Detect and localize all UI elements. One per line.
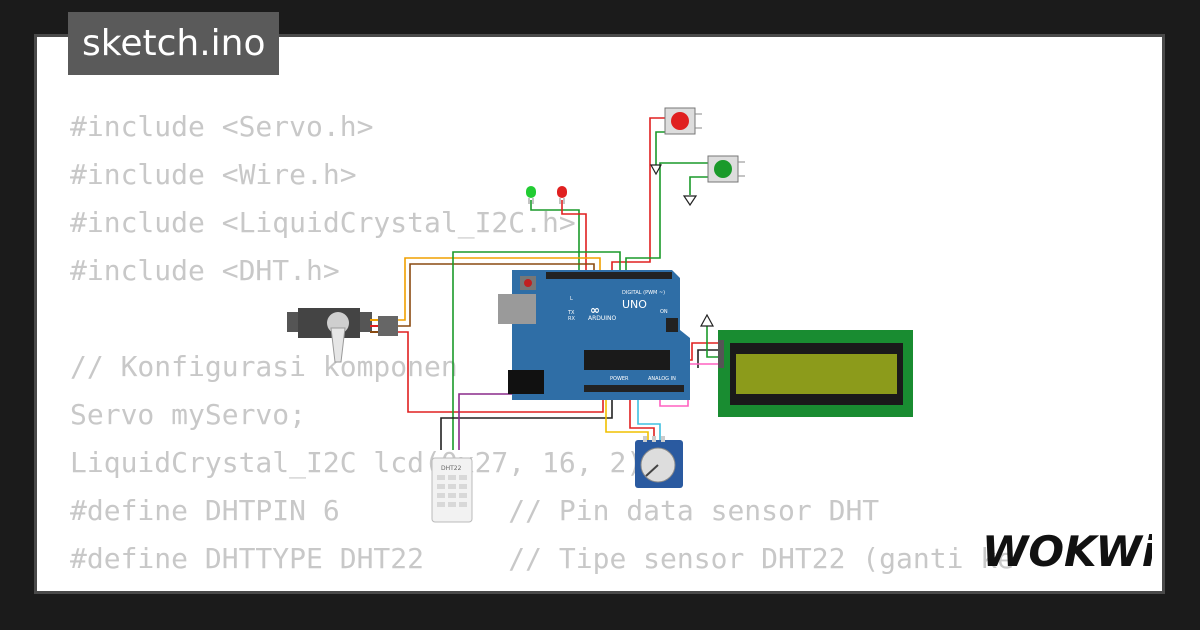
- lcd-display[interactable]: [718, 330, 913, 417]
- pushbutton-red[interactable]: [664, 107, 702, 135]
- l-label: L: [570, 296, 573, 302]
- on-label: ON: [660, 309, 668, 315]
- code-line: #define DHTTYPE DHT22 // Tipe sensor DHT…: [70, 542, 1015, 575]
- code-line: #include <Wire.h>: [70, 158, 357, 191]
- board-model: UNO: [622, 298, 647, 311]
- file-tab: sketch.ino: [68, 12, 280, 75]
- wokwi-logo-text: WOKWi: [982, 527, 1152, 576]
- pushbutton-green[interactable]: [707, 155, 745, 183]
- code-line: #define DHTPIN 6 // Pin data sensor DHT: [70, 494, 880, 527]
- tx-label: TX: [567, 310, 575, 316]
- code-line: // Konfigurasi komponen: [70, 350, 458, 383]
- ground-icon: [649, 164, 663, 176]
- led-red[interactable]: [557, 186, 567, 204]
- wires: [398, 117, 720, 450]
- led-green[interactable]: [526, 186, 536, 204]
- ground-icon: [682, 195, 698, 207]
- digital-label: DIGITAL (PWM ~): [622, 290, 665, 296]
- power-label: POWER: [610, 376, 629, 382]
- wokwi-logo: WOKWi: [982, 527, 1152, 576]
- dht-label: DHT22: [441, 465, 462, 472]
- vcc-icon: [699, 313, 715, 327]
- potentiometer[interactable]: [635, 436, 683, 488]
- code-preview: #include <Servo.h> #include <Wire.h> #incl…: [70, 103, 1015, 591]
- dht22-sensor[interactable]: DHT22: [431, 457, 473, 523]
- code-line: DHT dht(DHTPIN, DHTTYPE);: [70, 583, 1014, 591]
- svg-text:∞: ∞: [590, 303, 600, 317]
- board-brand: ARDUINO: [588, 315, 617, 322]
- servo-motor[interactable]: [287, 308, 398, 363]
- code-line: Servo myServo;: [70, 398, 307, 431]
- preview-card: #include <Servo.h> #include <Wire.h> #incl…: [34, 34, 1165, 594]
- code-line: #include <DHT.h>: [70, 254, 340, 287]
- analog-label: ANALOG IN: [648, 376, 676, 382]
- code-line: #include <Servo.h>: [70, 110, 374, 143]
- arduino-uno-board[interactable]: ∞ UNO ARDUINO DIGITAL (PWM ~) POWER ANAL…: [498, 270, 690, 400]
- code-line: #include <LiquidCrystal_I2C.h>: [70, 206, 576, 239]
- code-line: LiquidCrystal_I2C lcd(0x27, 16, 2);: [70, 446, 661, 479]
- rx-label: RX: [568, 316, 575, 322]
